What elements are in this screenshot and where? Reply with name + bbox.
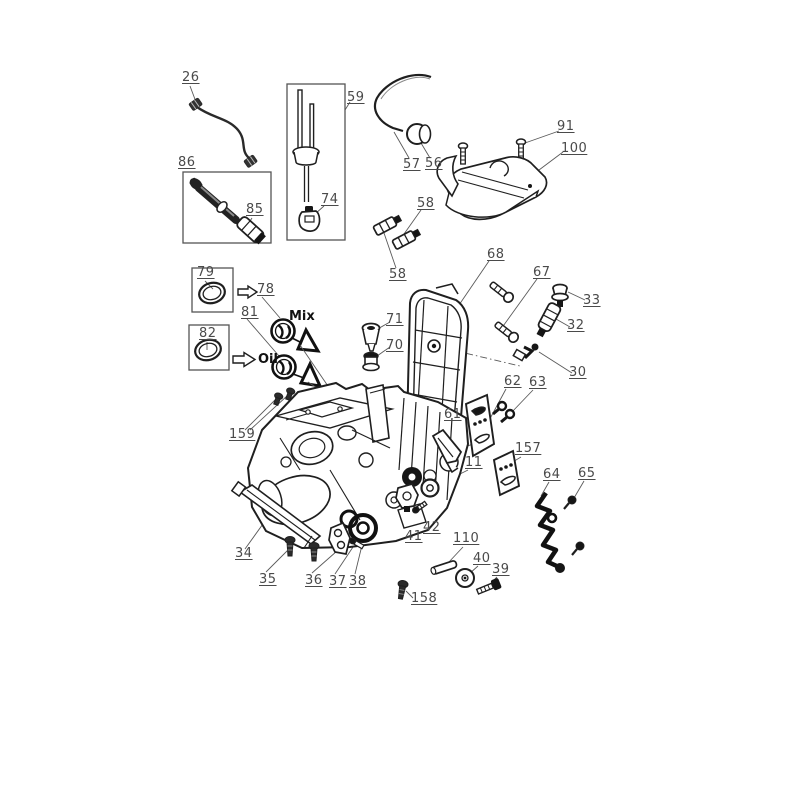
box-part-79: [191, 267, 234, 313]
part-label-65: 65: [578, 466, 596, 481]
arrow-icon-mix: [237, 284, 259, 300]
grommet-part-74: [298, 206, 321, 232]
cams-part-63: [492, 400, 516, 424]
top-cover-part-100: [436, 154, 548, 221]
oil-label: Oil: [258, 352, 278, 367]
plunger-part-32: [536, 302, 562, 338]
tensioner-part-36: [328, 521, 351, 555]
part-label-85: 85: [246, 202, 264, 217]
part-label-26: 26: [182, 70, 200, 85]
part-label-56: 56: [425, 156, 443, 171]
screws-part-159: [273, 387, 296, 407]
part-label-39: 39: [492, 562, 510, 577]
mix-cap-part-78: [270, 318, 321, 353]
mix-label: Mix: [289, 309, 315, 324]
box-part-82: [188, 324, 230, 371]
pin-part-110: [430, 560, 458, 575]
part-label-36: 36: [305, 573, 323, 588]
screws-part-67: [489, 281, 520, 344]
part-label-159: 159: [229, 427, 256, 442]
part-label-100: 100: [561, 141, 588, 156]
part-label-61: 61: [444, 407, 462, 422]
part-label-59: 59: [347, 90, 365, 105]
bolt-part-39: [475, 578, 502, 595]
part-label-32: 32: [567, 318, 585, 333]
part-label-62: 62: [504, 374, 522, 389]
part-label-35: 35: [259, 572, 277, 587]
part-label-110: 110: [453, 531, 480, 546]
part-label-78: 78: [257, 282, 275, 297]
part-label-11: 11: [465, 455, 483, 470]
part-label-38: 38: [349, 574, 367, 589]
pump-body-part-41: [395, 482, 419, 512]
part-label-157: 157: [515, 441, 542, 456]
box-part-59: [286, 83, 346, 241]
part-label-40: 40: [473, 551, 491, 566]
part-label-34: 34: [235, 546, 253, 561]
part-label-71: 71: [386, 312, 404, 327]
part-label-81: 81: [241, 305, 259, 320]
plate-part-61: [431, 428, 463, 474]
part-label-42: 42: [423, 520, 441, 535]
part-label-57: 57: [403, 157, 421, 172]
screw-part-37: [348, 537, 365, 550]
screws-part-35: [284, 536, 320, 562]
oil-cap-part-81: [271, 344, 339, 403]
part-label-68: 68: [487, 247, 505, 262]
screws-part-91: [457, 138, 527, 165]
part-label-58b: 58: [389, 267, 407, 282]
part-label-86: 86: [178, 155, 196, 170]
oil-pump-gear: [402, 467, 422, 487]
part-label-33: 33: [583, 293, 601, 308]
fuel-line-part-57-56: [373, 73, 432, 145]
wire-part-26: [188, 97, 258, 168]
oil-filter-part-85: [236, 216, 266, 245]
screw-part-158: [397, 580, 409, 600]
washer-part-11: [420, 478, 440, 498]
part-label-30: 30: [569, 365, 587, 380]
arrow-icon-oil: [232, 351, 257, 368]
part-label-70: 70: [386, 338, 404, 353]
part-label-82: 82: [199, 326, 217, 341]
part-label-74: 74: [321, 192, 339, 207]
part-label-79: 79: [197, 265, 215, 280]
part-label-63: 63: [529, 375, 547, 390]
screw-part-42: [412, 500, 428, 514]
cap-part-33: [551, 283, 569, 307]
part-label-37: 37: [329, 574, 347, 589]
washer-part-40: [455, 568, 475, 588]
clutch-drum-part-38: [339, 509, 378, 543]
part-label-158: 158: [411, 591, 438, 606]
plate-part-157: [492, 449, 521, 497]
part-label-64: 64: [543, 467, 561, 482]
bushings-part-58: [372, 214, 422, 250]
plate-part-62: [464, 393, 496, 458]
grommet-part-70: [362, 351, 380, 372]
part-label-41: 41: [405, 529, 423, 544]
part-label-67: 67: [533, 265, 551, 280]
box-part-86: [182, 171, 272, 245]
oiler-part-71: [361, 322, 381, 352]
part-label-58a: 58: [417, 196, 435, 211]
part-label-91: 91: [557, 119, 575, 134]
chain-catcher-part-64: [534, 491, 565, 573]
screws-part-65: [563, 495, 585, 556]
clip-part-30: [512, 343, 539, 362]
